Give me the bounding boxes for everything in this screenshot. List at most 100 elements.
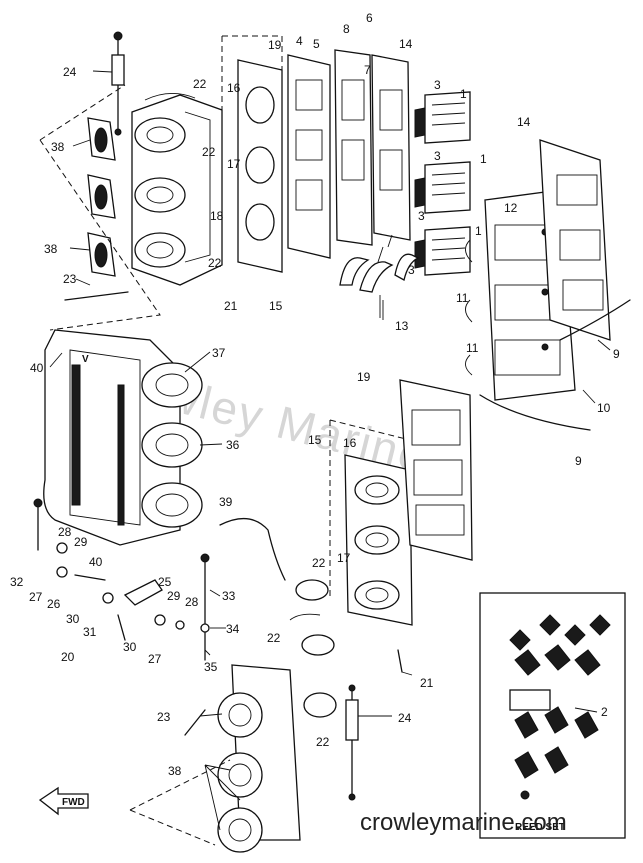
callout-23-bottom: 23 (157, 710, 171, 724)
reed-set-label: REED SET (515, 822, 565, 833)
callout-14-top: 14 (399, 37, 413, 51)
intake-plate-center (329, 419, 413, 626)
callout-8: 8 (343, 22, 350, 36)
callout-34: 34 (226, 622, 240, 636)
callout-15-center: 15 (308, 433, 322, 447)
carburetor-assembly-top (131, 93, 223, 286)
callout-19-top: 19 (268, 38, 282, 52)
callout-14-right: 14 (517, 115, 531, 129)
callout-28-a: 28 (58, 525, 72, 539)
callout-22-c: 22 (208, 256, 222, 270)
callout-24-top: 24 (63, 65, 77, 79)
leader-lines (49, 70, 611, 831)
stud-bottom (184, 709, 206, 736)
callout-39: 39 (219, 495, 233, 509)
intake-funnels (141, 362, 203, 528)
callout-21-top: 21 (224, 299, 238, 313)
callout-3-d: 3 (408, 263, 415, 277)
gasket-19-top (287, 54, 331, 259)
linkage-rod-bottom (345, 684, 359, 801)
callout-19-center: 19 (357, 370, 371, 384)
callout-35: 35 (204, 660, 218, 674)
carburetor-assembly-bottom (217, 664, 301, 853)
callout-15-top: 15 (269, 299, 283, 313)
forward-label: FWD (62, 797, 85, 808)
reed-petals (509, 614, 611, 800)
callout-30-b: 30 (123, 640, 137, 654)
callout-2: 2 (601, 705, 608, 719)
bolt-21 (397, 649, 403, 673)
callout-29-a: 29 (74, 535, 88, 549)
callout-31: 31 (83, 625, 97, 639)
callout-27-b: 27 (148, 652, 162, 666)
callout-7: 7 (364, 63, 371, 77)
linkage-parts-lower (33, 498, 210, 661)
callout-38-top: 38 (51, 140, 65, 154)
callout-37: 37 (212, 346, 226, 360)
intake-plate-top (221, 35, 283, 273)
group-boundary-bottom (129, 759, 231, 846)
callout-36: 36 (226, 438, 240, 452)
callout-30-a: 30 (66, 612, 80, 626)
callout-11-a: 11 (456, 291, 469, 305)
linkage-rod-top (111, 31, 125, 136)
o-rings-22 (289, 579, 337, 718)
reed-set-inset: REED SET (479, 592, 626, 839)
gasket-19-center (399, 379, 473, 561)
callout-3-c: 3 (418, 209, 425, 223)
callout-21-bottom: 21 (420, 676, 434, 690)
callout-labels: 24 38 38 23 22 22 22 16 17 18 21 15 19 4… (10, 11, 620, 778)
callout-17-center: 17 (337, 551, 351, 565)
callout-27-a: 27 (29, 590, 43, 604)
callout-13: 13 (395, 319, 409, 333)
callout-29-b: 29 (167, 589, 181, 603)
callout-3-a: 3 (434, 78, 441, 92)
callout-33: 33 (222, 589, 236, 603)
callout-23-top: 23 (63, 272, 77, 286)
callout-38-bottom: 38 (168, 764, 182, 778)
tube-39 (219, 518, 286, 581)
callout-6: 6 (366, 11, 373, 25)
callout-11-b: 11 (466, 341, 479, 355)
callout-22-a: 22 (193, 77, 207, 91)
callout-20: 20 (61, 650, 75, 664)
callout-16-top: 16 (227, 81, 241, 95)
forward-arrow: FWD (38, 786, 89, 816)
callout-18: 18 (210, 209, 224, 223)
callout-4: 4 (296, 34, 303, 48)
hose-9-lower (479, 394, 591, 431)
group-boundary-top-left (39, 84, 161, 331)
hoses-13 (339, 253, 420, 318)
callout-9-b: 9 (575, 454, 582, 468)
reed-valves-top (414, 91, 471, 276)
callout-12: 12 (504, 201, 518, 215)
callout-1-b: 1 (480, 152, 487, 166)
callout-5: 5 (313, 37, 320, 51)
callout-25: 25 (158, 575, 172, 589)
reed-block-top (334, 49, 411, 246)
callout-22-e: 22 (267, 631, 281, 645)
callout-40-top: 40 (30, 361, 44, 375)
site-label: crowleymarine.com (360, 809, 567, 836)
callout-16-center: 16 (343, 436, 357, 450)
carb-gaskets-left (87, 117, 116, 277)
hose-9-upper (559, 299, 631, 341)
callout-22-f: 22 (316, 735, 330, 749)
callout-32: 32 (10, 575, 24, 589)
callout-1-a: 1 (460, 87, 467, 101)
callout-10: 10 (597, 401, 611, 415)
stud-top (64, 291, 129, 301)
callout-26: 26 (47, 597, 61, 611)
callout-38-mid: 38 (44, 242, 58, 256)
callout-17-top: 17 (227, 157, 241, 171)
callout-22-d: 22 (312, 556, 326, 570)
callout-40-bottom: 40 (89, 555, 103, 569)
callout-28-b: 28 (185, 595, 199, 609)
callout-3-b: 3 (434, 149, 441, 163)
callout-9-a: 9 (613, 347, 620, 361)
callout-1-c: 1 (475, 224, 482, 238)
gasket-14 (539, 139, 611, 341)
cover-logo: V (82, 354, 89, 365)
callout-24-bottom: 24 (398, 711, 412, 725)
